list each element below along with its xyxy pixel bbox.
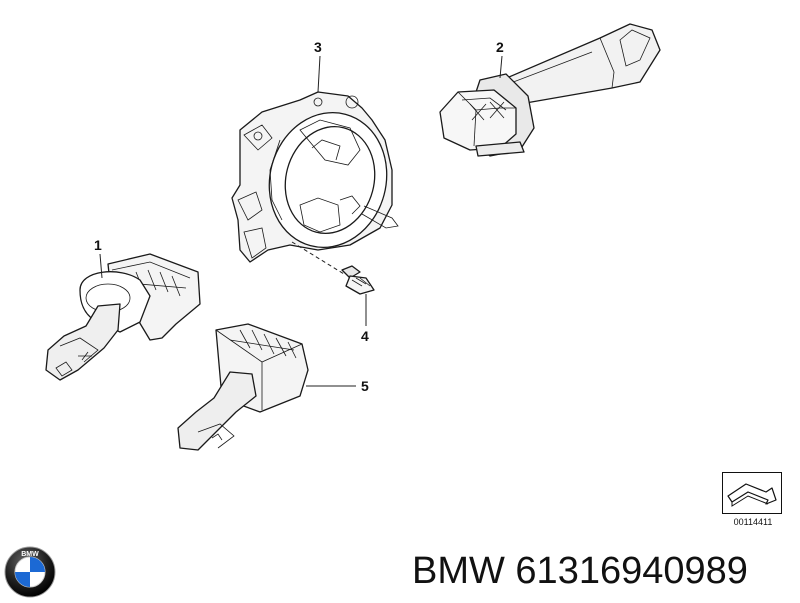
reference-code: 00114411	[733, 517, 773, 527]
callout-1: 1	[94, 237, 102, 253]
part-4-screw	[341, 265, 375, 295]
leader-line-1	[99, 253, 103, 279]
part-1-cruise-control-stalk	[45, 253, 201, 381]
bmw-roundel-icon: BMW	[4, 546, 56, 598]
callout-4: 4	[361, 328, 369, 344]
bmw-logo: BMW	[4, 546, 56, 598]
callout-5: 5	[361, 378, 369, 394]
leader-line-2	[499, 55, 503, 79]
part-3-slip-ring-housing	[231, 91, 399, 263]
part-number-label: BMW 61316940989	[412, 550, 748, 592]
leader-line-4b	[291, 241, 345, 275]
part-2-stalk-switch	[439, 23, 661, 157]
part-5-lever-switch	[177, 323, 309, 451]
reference-box	[722, 472, 782, 514]
logo-text: BMW	[21, 551, 39, 558]
leader-line-3	[317, 55, 321, 93]
callout-2: 2	[496, 39, 504, 55]
callout-3: 3	[314, 39, 322, 55]
reference-arrow-icon	[722, 472, 782, 514]
